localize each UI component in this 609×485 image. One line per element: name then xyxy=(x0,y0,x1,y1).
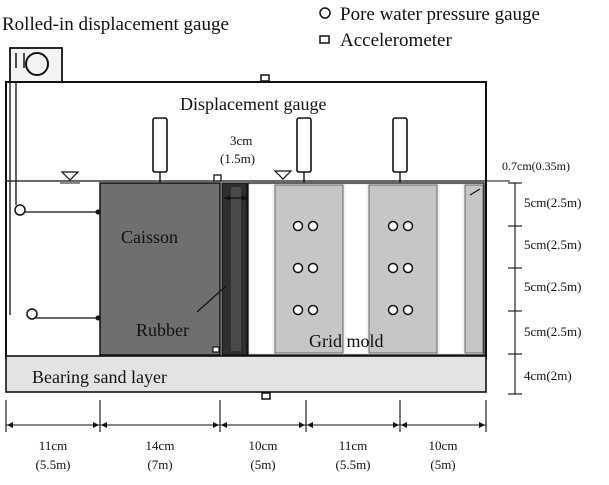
bearing-sand-layer xyxy=(5,355,487,393)
wire-pulley-icon-lower xyxy=(26,308,38,320)
right-dimension-lines xyxy=(508,182,522,395)
bottom-dimension-cm: 11cm xyxy=(339,438,367,453)
bottom-dimension-m: (5m) xyxy=(250,457,275,472)
rolled-gauge-wires xyxy=(9,82,98,319)
pore-gauge-icon xyxy=(387,220,399,232)
bottom-dimension-lines xyxy=(5,400,487,432)
water-level-icon-right xyxy=(273,170,293,180)
pore-gauge-icon xyxy=(292,262,304,274)
pore-gauge-icon xyxy=(402,220,414,232)
bottom-dimension-m: (7m) xyxy=(147,457,172,472)
bottom-dimension-m: (5.5m) xyxy=(335,457,370,472)
bottom-dimension-cm: 10cm xyxy=(429,438,458,453)
grid-mold-wall-1 xyxy=(250,185,272,353)
legend-accel-label: Accelerometer xyxy=(340,30,452,51)
pore-gauge-icon xyxy=(387,262,399,274)
pore-gauge-icon xyxy=(292,220,304,232)
gap-arrow-right-icon xyxy=(242,195,248,201)
caisson-block xyxy=(99,182,221,356)
grid-mold-wall-3 xyxy=(440,185,462,353)
bottom-dimension-arrowheads xyxy=(7,422,485,428)
accelerometer-icon-top xyxy=(260,74,270,82)
gap-dimension-cm: 3cm xyxy=(230,133,252,148)
grid-mold-wall-2 xyxy=(346,185,366,353)
pore-gauge-icon xyxy=(402,304,414,316)
accelerometer-icon-caisson-bottom xyxy=(212,346,220,353)
bottom-dimension-m: (5.5m) xyxy=(35,457,70,472)
grid-mold-label: Grid mold xyxy=(309,331,384,351)
right-dimension-label: 5cm(2.5m) xyxy=(524,237,581,252)
rubber-leader-line xyxy=(196,285,227,313)
bottom-dimension-m: (5m) xyxy=(430,457,455,472)
pore-pressure-legend-icon xyxy=(319,7,331,19)
wire-pulley-icon-upper xyxy=(14,204,26,216)
pore-pressure-gauges xyxy=(292,220,414,316)
accelerometer-legend-icon xyxy=(319,35,330,44)
bottom-dimension-cm: 14cm xyxy=(146,438,175,453)
top-layer-arrow-icon xyxy=(469,188,481,196)
right-dimension-label: 5cm(2.5m) xyxy=(524,279,581,294)
displacement-gauge-icon-1 xyxy=(152,117,168,183)
pore-gauge-icon xyxy=(292,304,304,316)
accelerometer-icon-bottom xyxy=(261,392,271,400)
pore-gauge-icon xyxy=(402,262,414,274)
right-dimension-label: 4cm(2m) xyxy=(524,368,572,383)
pore-gauge-icon xyxy=(307,304,319,316)
bearing-sand-label: Bearing sand layer xyxy=(32,367,167,387)
gap-dimension-m: (1.5m) xyxy=(220,151,255,166)
right-dimension-label: 5cm(2.5m) xyxy=(524,324,581,339)
pore-gauge-icon xyxy=(387,304,399,316)
bottom-dimension-cm: 10cm xyxy=(249,438,278,453)
grid-mold-cell-3 xyxy=(464,184,484,354)
displacement-gauge-icon-2 xyxy=(296,117,312,183)
water-level-icon-left xyxy=(60,171,80,184)
accelerometer-icon-caisson-top xyxy=(213,174,222,182)
caisson-label: Caisson xyxy=(121,227,178,247)
legend-rolled-gauge-label: Rolled-in displacement gauge xyxy=(2,14,229,35)
pore-gauge-icon xyxy=(307,220,319,232)
bottom-dimension-cm: 11cm xyxy=(39,438,67,453)
displacement-gauge-label: Displacement gauge xyxy=(180,94,326,114)
pore-gauge-icon xyxy=(307,262,319,274)
right-dimension-label: 5cm(2.5m) xyxy=(524,195,581,210)
rolled-gauge-icon xyxy=(9,47,63,83)
rubber-strip-inner xyxy=(231,187,241,351)
gap-arrow-left-icon xyxy=(224,195,230,201)
legend-pore-label: Pore water pressure gauge xyxy=(340,4,540,25)
rubber-label: Rubber xyxy=(136,320,189,340)
displacement-gauge-icon-3 xyxy=(392,117,408,183)
top-layer-dimension: 0.7cm(0.35m) xyxy=(502,159,570,173)
